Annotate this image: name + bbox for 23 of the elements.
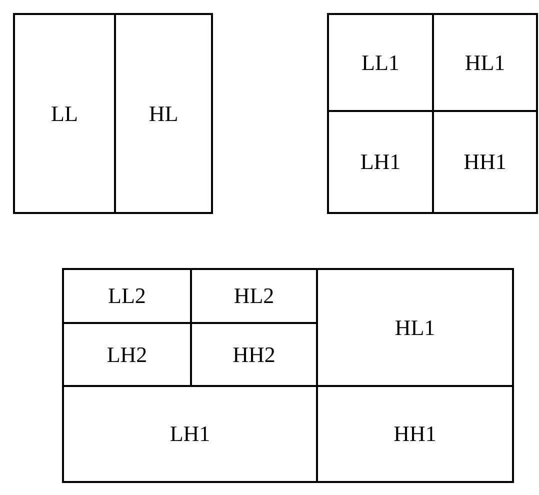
subband-cell: [62, 385, 318, 483]
subband-label: HH2: [232, 342, 276, 368]
subband-cell: [316, 385, 514, 483]
subband-label: LL2: [108, 283, 146, 309]
subband-label: HL1: [394, 314, 436, 340]
subband-cell: [432, 13, 538, 112]
subband-label: HL1: [464, 50, 506, 76]
subband-label: LH1: [360, 149, 401, 175]
subband-cell: [432, 110, 538, 214]
subband-cell: [327, 110, 434, 214]
subband-label: HL: [148, 100, 178, 126]
subband-cell: [114, 13, 213, 214]
subband-cell: [13, 13, 116, 214]
subband-label: LH2: [106, 342, 148, 368]
subband-label: LH1: [170, 421, 210, 447]
subband-label: HH1: [464, 149, 506, 175]
subband-label: LL1: [362, 50, 400, 76]
subband-cell: [327, 13, 434, 112]
subband-cell: [316, 268, 514, 387]
subband-label: LL: [51, 100, 78, 126]
subband-cell: [62, 268, 192, 324]
subband-label: HL2: [234, 283, 274, 309]
subband-label: HH1: [394, 421, 436, 447]
